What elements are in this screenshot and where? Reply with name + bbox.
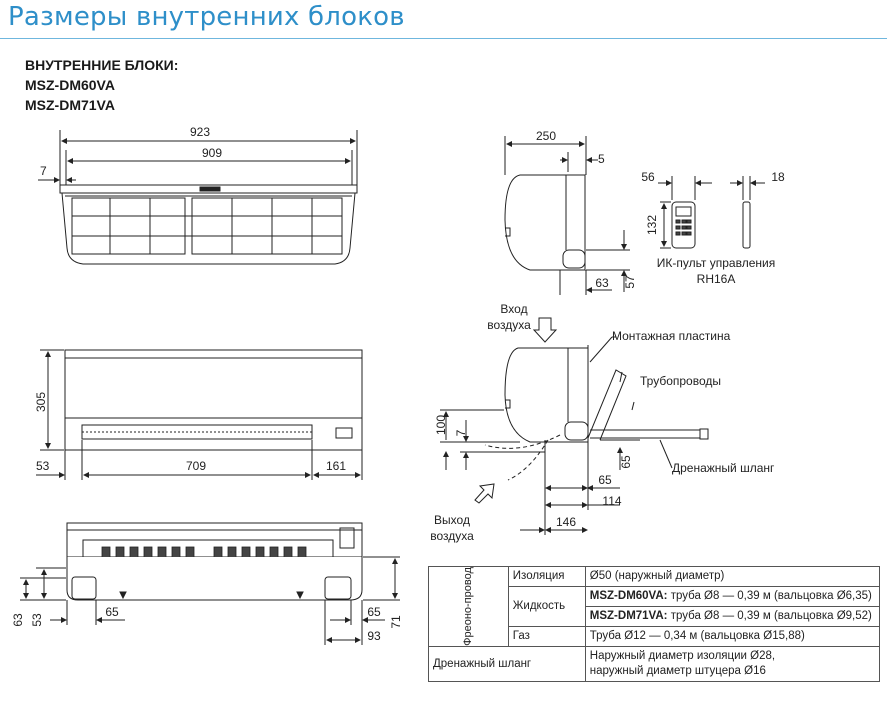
table-row: Газ Труба Ø12 — 0,34 м (вальцовка Ø15,88… bbox=[429, 626, 881, 647]
drain-hose-label: Дренажный шланг bbox=[672, 461, 775, 475]
row-value-gas: Труба Ø12 — 0,34 м (вальцовка Ø15,88) bbox=[584, 626, 881, 647]
mount-plate-label: Монтажная пластина bbox=[612, 329, 731, 343]
dim-53-bottom: 53 bbox=[30, 613, 44, 627]
remote-label-line-1: ИК-пульт управления bbox=[657, 256, 775, 270]
dim-5: 5 bbox=[598, 152, 605, 166]
dim-57: 57 bbox=[623, 275, 637, 289]
side-view bbox=[504, 136, 630, 295]
row-value-liquid-1: MSZ-DM60VA: труба Ø8 — 0,39 м (вальцовка… bbox=[584, 586, 881, 607]
piping-spec-table: Фреоно-провод Изоляция Ø50 (наружный диа… bbox=[428, 566, 881, 682]
dim-65-install: 65 bbox=[598, 473, 612, 487]
piping-label: Трубопроводы bbox=[640, 374, 721, 388]
row-name-insulation: Изоляция bbox=[507, 566, 586, 587]
row-name-drain: Дренажный шланг bbox=[428, 646, 586, 682]
dim-132: 132 bbox=[645, 215, 659, 235]
dim-56: 56 bbox=[641, 170, 655, 184]
air-out-line-1: Выход bbox=[434, 513, 470, 527]
dim-161: 161 bbox=[326, 459, 346, 473]
dim-114: 114 bbox=[602, 494, 621, 508]
row-value-insulation: Ø50 (наружный диаметр) bbox=[584, 566, 881, 587]
row-value-drain: Наружный диаметр изоляции Ø28, наружный … bbox=[584, 646, 881, 682]
air-out-line-2: воздуха bbox=[430, 529, 474, 543]
dim-305: 305 bbox=[34, 392, 48, 412]
dim-65-bottom-left: 65 bbox=[105, 605, 119, 619]
rear-view bbox=[36, 349, 363, 480]
model-list: ВНУТРЕННИЕ БЛОКИ: MSZ-DM60VA MSZ-DM71VA bbox=[25, 55, 178, 115]
dim-909: 909 bbox=[202, 146, 222, 160]
dim-93: 93 bbox=[367, 629, 381, 643]
model-1: MSZ-DM60VA bbox=[25, 77, 115, 93]
dim-53-rear: 53 bbox=[36, 459, 50, 473]
row-name-liquid: Жидкость bbox=[507, 586, 586, 627]
dim-65-bottom-right: 65 bbox=[367, 605, 381, 619]
remote-label-line-2: RH16A bbox=[697, 272, 736, 286]
dim-71: 71 bbox=[389, 615, 403, 629]
bottom-view bbox=[20, 522, 400, 645]
air-in-line-2: воздуха bbox=[487, 318, 531, 332]
air-in-line-1: Вход bbox=[500, 302, 527, 316]
dim-63-bottom: 63 bbox=[11, 613, 25, 627]
dim-923: 923 bbox=[190, 125, 210, 139]
front-view bbox=[38, 130, 358, 265]
dim-18: 18 bbox=[771, 170, 785, 184]
title-rule bbox=[0, 38, 887, 39]
dim-100: 100 bbox=[434, 415, 448, 435]
dim-250: 250 bbox=[536, 129, 556, 143]
installation-view bbox=[440, 317, 709, 535]
remote-control bbox=[658, 176, 765, 249]
row-name-gas: Газ bbox=[507, 626, 586, 647]
models-heading: ВНУТРЕННИЕ БЛОКИ: bbox=[25, 57, 179, 73]
dim-63-side: 63 bbox=[595, 276, 609, 290]
dim-65-vertical: 65 bbox=[619, 455, 633, 469]
page-title: Размеры внутренних блоков bbox=[8, 2, 405, 32]
dim-146: 146 bbox=[556, 515, 576, 529]
dim-7-front: 7 bbox=[40, 164, 47, 178]
model-2: MSZ-DM71VA bbox=[25, 97, 115, 113]
table-row: Фреоно-провод Изоляция Ø50 (наружный диа… bbox=[428, 566, 881, 647]
dim-7-install: 7 bbox=[454, 429, 468, 436]
dim-709: 709 bbox=[186, 459, 206, 473]
row-value-liquid-2: MSZ-DM71VA: труба Ø8 — 0,39 м (вальцовка… bbox=[584, 606, 881, 627]
table-row: Дренажный шланг Наружный диаметр изоляци… bbox=[428, 646, 881, 682]
refrigerant-group-label: Фреоно-провод bbox=[428, 566, 509, 647]
